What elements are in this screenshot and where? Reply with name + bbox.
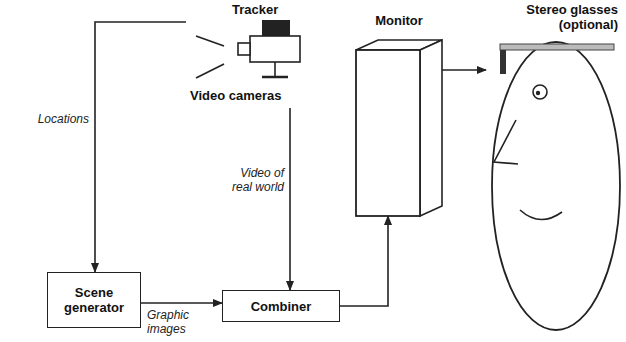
connector-arrow [289,108,291,290]
camera-body [250,36,300,62]
edge-label: Locations [9,112,89,126]
node-label: Scene generator [54,285,134,315]
edge-label: Video of real world [222,166,284,194]
node-label: Monitor [356,13,442,28]
head-outline [492,42,620,330]
camera-stroke [196,36,224,46]
mouth [520,210,562,220]
monitor-side [420,40,442,216]
process-box: Scene generator [47,272,141,328]
connector-arrow [95,22,186,272]
connector-arrow [141,302,222,304]
nose [494,120,518,164]
node-label: Tracker [232,2,278,17]
monitor: Monitor [356,40,442,216]
eye [533,85,547,99]
camera-lens [238,43,250,55]
edge-label: Graphic images [147,308,209,336]
connector-arrow [442,69,486,71]
monitor-screen [356,50,420,216]
camera-stroke [196,64,224,78]
node-label: Combiner [251,299,312,314]
glasses-bar [500,44,614,50]
viewer-head: Stereo glasses (optional) [486,0,618,338]
pupil [536,91,540,95]
tripod-post [274,62,276,76]
process-box: Combiner [222,290,340,322]
node-label: Video cameras [190,88,282,103]
node-label: Stereo glasses (optional) [506,2,618,32]
tracker-block [262,20,290,36]
tripod-base [262,76,288,79]
glasses-lens [500,50,506,74]
camera-group: TrackerVideo cameras [186,0,310,108]
connector-arrow [340,216,388,306]
